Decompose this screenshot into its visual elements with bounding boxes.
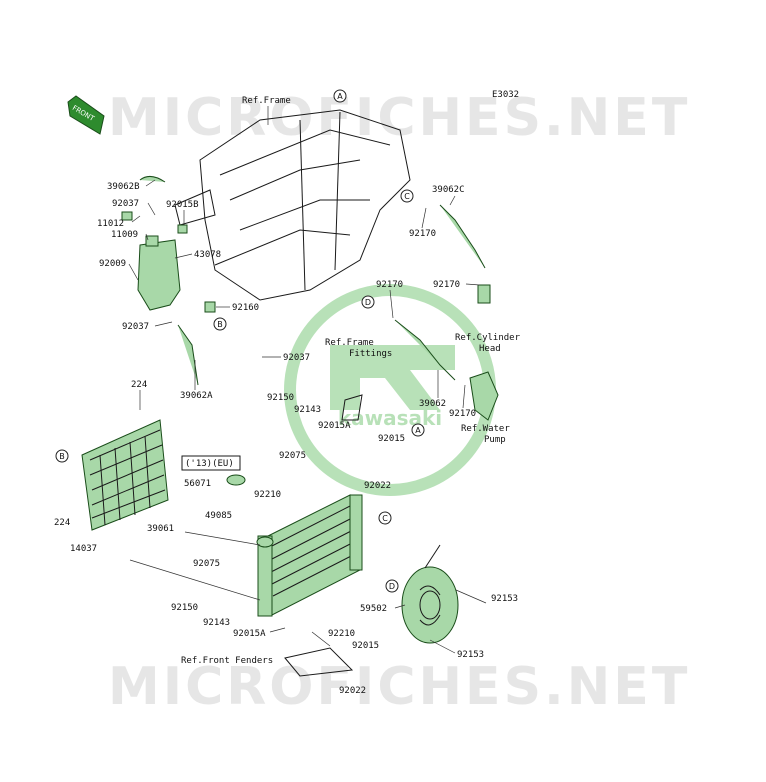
callout-d-lower: D xyxy=(385,579,399,593)
label-92210-b: 92210 xyxy=(328,629,355,639)
callout-b-upper: B xyxy=(213,317,227,331)
label-43078: 43078 xyxy=(194,250,221,260)
label-224-a: 224 xyxy=(131,380,147,390)
hose-39062b xyxy=(139,176,166,183)
label-92153-a: 92153 xyxy=(491,594,518,604)
svg-text:B: B xyxy=(217,320,223,329)
callout-c-lower: C xyxy=(378,511,392,525)
label-92022-a: 92022 xyxy=(364,481,391,491)
label-56071: 56071 xyxy=(184,479,211,489)
callout-d-upper: D xyxy=(361,295,375,309)
label-92022-b: 92022 xyxy=(339,686,366,696)
svg-text:C: C xyxy=(382,514,388,523)
eu-note-box xyxy=(181,455,241,471)
label-59502: 59502 xyxy=(360,604,387,614)
label-92143-a: 92143 xyxy=(294,405,321,415)
label-92015-b: 92015 xyxy=(352,641,379,651)
bracket-lower xyxy=(284,647,354,677)
ref-water-pump-1: Ref.Water xyxy=(461,424,510,434)
ref-frame: Ref.Frame xyxy=(242,96,291,106)
label-11009: 11009 xyxy=(111,230,138,240)
radiator-shroud xyxy=(81,419,169,531)
label-92210-a: 92210 xyxy=(254,490,281,500)
watermark-top: MICROFICHES.NET xyxy=(108,88,690,148)
front-arrow-icon: FRONT xyxy=(67,95,105,135)
label-92170-a: 92170 xyxy=(409,229,436,239)
callout-a-mid: A xyxy=(411,423,425,437)
label-92037-c: 92037 xyxy=(283,353,310,363)
label-92150-b: 92150 xyxy=(171,603,198,613)
ref-front-fenders: Ref.Front Fenders xyxy=(181,656,273,666)
svg-text:B: B xyxy=(59,452,65,461)
label-92015a-a: 92015A xyxy=(318,421,351,431)
label-49085: 49085 xyxy=(205,511,232,521)
label-92015a-b: 92015A xyxy=(233,629,266,639)
part-92160-shape xyxy=(204,301,216,313)
label-39062c: 39062C xyxy=(432,185,465,195)
svg-text:D: D xyxy=(389,582,395,591)
fitting-cyl-head xyxy=(477,284,491,304)
logo-text: kawasaki xyxy=(338,406,442,430)
part-11012-shape xyxy=(121,211,133,221)
label-92037-a: 92037 xyxy=(112,199,139,209)
label-11012: 11012 xyxy=(97,219,124,229)
radiator-core xyxy=(256,494,363,617)
part-56071-shape xyxy=(226,474,246,486)
label-39062a: 39062A xyxy=(180,391,213,401)
svg-text:A: A xyxy=(415,426,421,435)
svg-text:D: D xyxy=(365,298,371,307)
ref-cylinder-head-2: Head xyxy=(479,344,501,354)
label-92037-b: 92037 xyxy=(122,322,149,332)
label-92170-d: 92170 xyxy=(449,409,476,419)
label-92015-a: 92015 xyxy=(378,434,405,444)
label-92075-b: 92075 xyxy=(193,559,220,569)
label-92009: 92009 xyxy=(99,259,126,269)
svg-text:A: A xyxy=(337,92,343,101)
hose-39062 xyxy=(394,319,456,381)
label-14037: 14037 xyxy=(70,544,97,554)
cooling-fan xyxy=(401,544,459,644)
diagram-code: E3032 xyxy=(492,90,519,100)
callout-b-lower: B xyxy=(55,449,69,463)
ref-cylinder-head-1: Ref.Cylinder xyxy=(455,333,521,343)
label-224-b: 224 xyxy=(54,518,70,528)
ref-frame-fittings-1: Ref.Frame xyxy=(325,338,374,348)
hose-39062c xyxy=(439,204,486,269)
ref-water-pump-2: Pump xyxy=(484,435,506,445)
label-39062b: 39062B xyxy=(107,182,140,192)
label-92150-a: 92150 xyxy=(267,393,294,403)
label-92170-b: 92170 xyxy=(376,280,403,290)
watermark-bottom: MICROFICHES.NET xyxy=(108,657,690,717)
label-39061: 39061 xyxy=(147,524,174,534)
label-92143-b: 92143 xyxy=(203,618,230,628)
ref-frame-fittings-2: Fittings xyxy=(349,349,392,359)
frame-drawing xyxy=(174,109,411,301)
callout-a-top: A xyxy=(333,89,347,103)
leader-lines xyxy=(128,179,487,654)
label-92015b: 92015B xyxy=(166,200,199,210)
label-92170-c: 92170 xyxy=(433,280,460,290)
water-pump-fitting xyxy=(469,371,499,421)
kawasaki-logo: kawasaki xyxy=(284,284,496,496)
label-92075-a: 92075 xyxy=(279,451,306,461)
svg-text:C: C xyxy=(404,192,410,201)
reservoir-tank xyxy=(137,235,181,311)
callout-c-upper: C xyxy=(400,189,414,203)
label-92153-b: 92153 xyxy=(457,650,484,660)
hose-39062a xyxy=(177,324,199,386)
eu-note: ('13)(EU) xyxy=(185,459,234,469)
label-92160: 92160 xyxy=(232,303,259,313)
bracket-upper xyxy=(341,394,363,421)
part-92015b-shape xyxy=(177,224,188,234)
label-39062: 39062 xyxy=(419,399,446,409)
